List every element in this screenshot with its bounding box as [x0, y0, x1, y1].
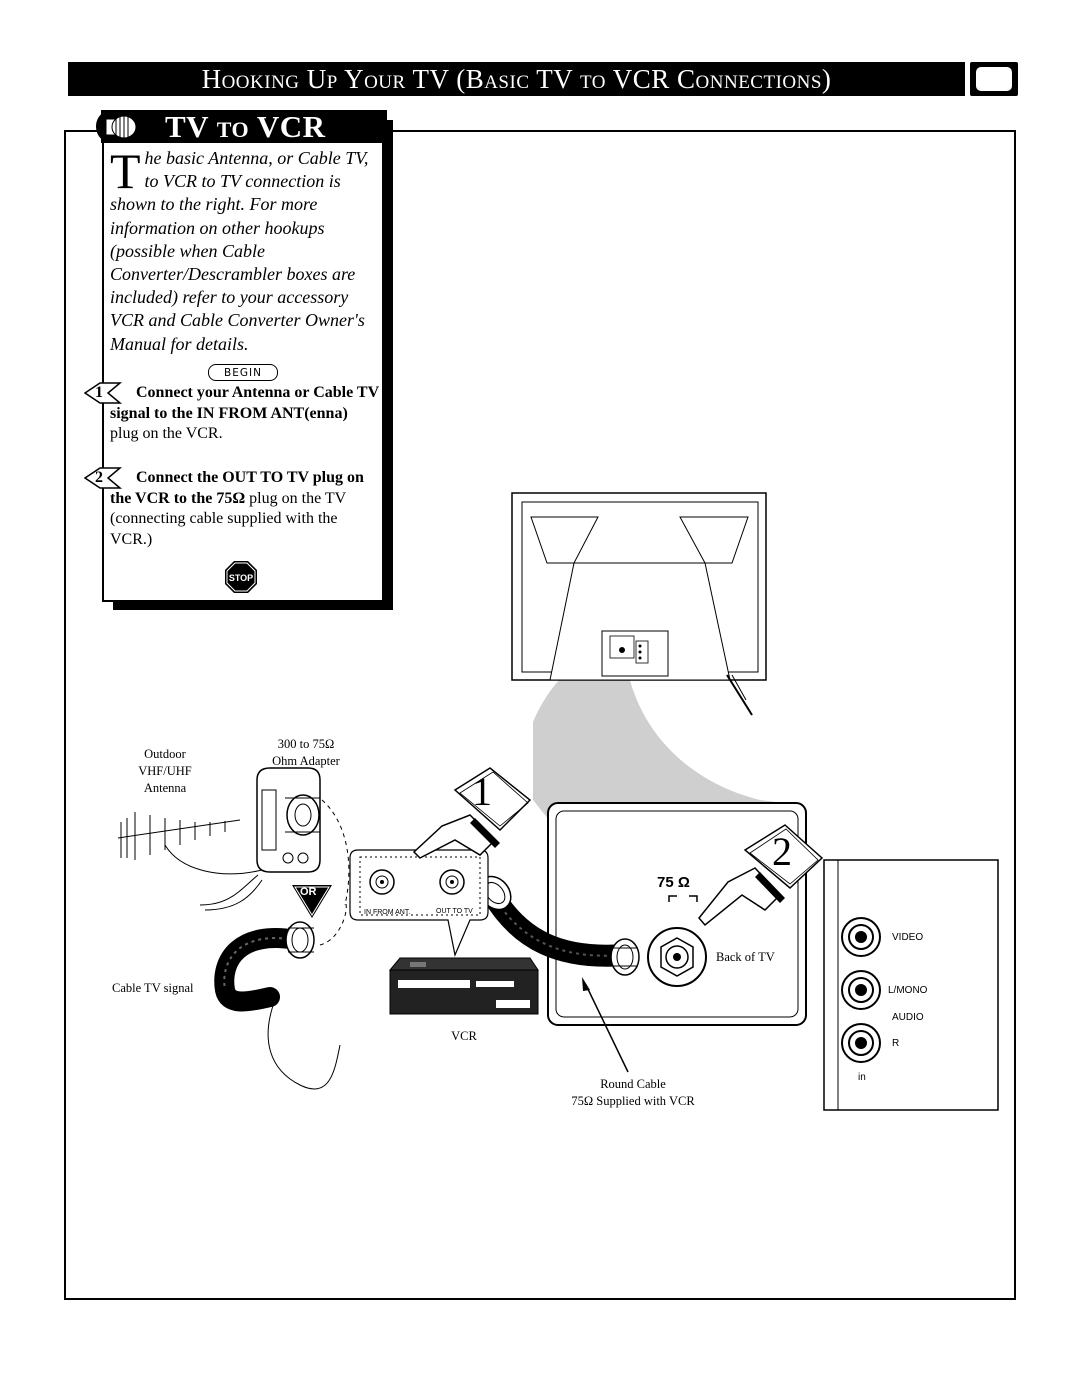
begin-badge: BEGIN — [208, 364, 278, 381]
step-1-number: 1 — [95, 384, 103, 401]
vcr-illustration — [388, 957, 539, 1015]
header-banner: Hooking Up Your TV (Basic TV to VCR Conn… — [68, 62, 965, 96]
out-to-tv-label: OUT TO TV — [436, 908, 473, 915]
vcr-label: VCR — [451, 1029, 477, 1043]
audio-label: AUDIO — [892, 1012, 924, 1023]
pointing-hand-2 — [698, 824, 824, 927]
page-title: Hooking Up Your TV (Basic TV to VCR Conn… — [201, 63, 832, 94]
stop-sign-icon: STOP — [225, 561, 257, 593]
step-2-text: Connect the OUT TO TV plug on the VCR to… — [110, 468, 380, 550]
main-frame — [64, 130, 1016, 1300]
stop-label: STOP — [229, 573, 253, 583]
video-jack-label: VIDEO — [892, 932, 924, 943]
adapter-label: 300 to 75Ω Ohm Adapter — [272, 737, 340, 768]
lmono-jack-label: L/MONO — [888, 985, 928, 996]
step-1-bold: Connect your Antenna or Cable TV signal … — [110, 384, 379, 422]
cable-tv-label: Cable TV signal — [112, 981, 194, 995]
back-of-tv-panel — [547, 802, 807, 1026]
diagram-step-1-number: 1 — [472, 769, 492, 814]
tv-icon — [970, 62, 1018, 96]
panel-title: TV to VCR — [165, 109, 326, 144]
ohm-adapter-illustration — [199, 767, 350, 911]
intro-dropcap: T — [110, 143, 141, 199]
ohm-label: 75 Ω — [657, 874, 690, 891]
or-badge — [292, 885, 332, 918]
step-1-arrow-icon — [84, 382, 123, 404]
instruction-panel — [102, 110, 384, 602]
round-cable-label: Round Cable 75Ω Supplied with VCR — [571, 1077, 695, 1108]
step-2-number: 2 — [95, 469, 103, 486]
panel-tab — [101, 110, 387, 143]
antenna-label: Outdoor VHF/UHF Antenna — [138, 747, 192, 795]
step-2-arrow-icon — [84, 467, 123, 489]
step-2-bold: Connect the OUT TO TV plug on the VCR to… — [110, 469, 364, 507]
intro-text: he basic Antenna, or Cable TV, to VCR to… — [110, 148, 369, 354]
in-label: in — [858, 1072, 866, 1083]
in-from-ant-label: IN FROM ANT. — [364, 909, 411, 916]
coax-connector-icon — [105, 115, 137, 139]
tv-back-illustration — [511, 492, 767, 716]
step-2-plain: plug on the TV (connecting cable supplie… — [110, 489, 346, 548]
back-of-tv-label: Back of TV — [716, 950, 775, 964]
gray-swoosh — [533, 650, 800, 830]
step-1-plain: plug on the VCR. — [110, 425, 223, 443]
diagram-step-2-number: 2 — [772, 829, 792, 874]
r-jack-label: R — [892, 1038, 900, 1049]
av-jack-panel — [823, 859, 999, 1111]
outdoor-antenna-illustration — [117, 812, 263, 875]
or-label: OR — [300, 886, 317, 898]
vcr-connector-panel — [349, 849, 489, 958]
coax-plug-tv — [610, 938, 640, 976]
step-1-text: Connect your Antenna or Cable TV signal … — [110, 383, 380, 445]
pointing-hand-1 — [412, 767, 532, 859]
coax-plug-cable — [285, 921, 315, 959]
